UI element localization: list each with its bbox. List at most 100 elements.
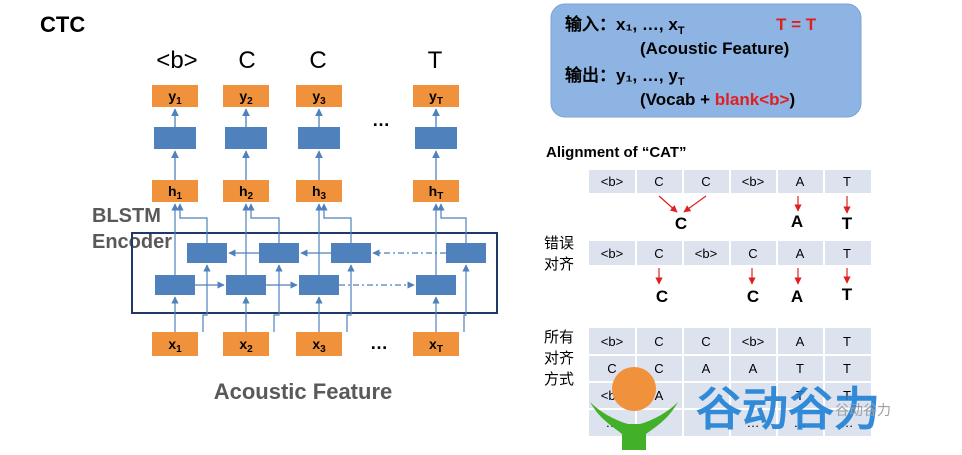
row1-cell-5: A bbox=[796, 174, 805, 189]
projection-box-1 bbox=[154, 127, 196, 149]
acoustic-feature-label: Acoustic Feature bbox=[214, 379, 393, 404]
forward-cell-4 bbox=[416, 275, 456, 295]
alignment-title: Alignment of “CAT” bbox=[546, 144, 687, 161]
wrong-label-2: 对齐 bbox=[544, 255, 574, 273]
info-input-line: 输入：x₁, …, xT bbox=[565, 14, 685, 37]
backward-cell-1 bbox=[187, 243, 227, 263]
row4-cell-3: A bbox=[702, 361, 711, 376]
projection-box-4 bbox=[415, 127, 457, 149]
forward-lstm-row bbox=[155, 275, 456, 295]
backward-cell-2 bbox=[259, 243, 299, 263]
row2-result-c1: C bbox=[656, 287, 668, 306]
alignment-row-2: <b> C <b> C A T C C A T bbox=[589, 241, 871, 306]
info-output-desc: (Vocab + blank<b>) bbox=[640, 90, 795, 109]
row6-cell-5: … bbox=[794, 415, 807, 430]
forward-cell-1 bbox=[155, 275, 195, 295]
watermark-logo: 谷动谷力 谷动谷力 bbox=[590, 367, 891, 450]
row1-result-c: C bbox=[675, 214, 687, 233]
encoder-label-line1: BLSTM bbox=[92, 205, 161, 227]
logo-green-leaves-icon bbox=[590, 402, 678, 450]
input-box-1 bbox=[152, 332, 198, 356]
row4-cell-5: T bbox=[796, 361, 804, 376]
hidden-boxes: h1 h2 h3 hT bbox=[152, 180, 459, 202]
top-label-1: <b> bbox=[156, 47, 197, 74]
row1-cell-3: C bbox=[701, 174, 710, 189]
row2-cell-4: C bbox=[748, 246, 757, 261]
row2-result-t: T bbox=[842, 285, 853, 304]
encoder-connections bbox=[171, 203, 467, 275]
row2-cell-1: <b> bbox=[601, 246, 623, 261]
row2-result-a: A bbox=[791, 287, 803, 306]
row2-cell-5: A bbox=[796, 246, 805, 261]
wrong-label-1: 错误 bbox=[544, 234, 574, 252]
row1-result-t: T bbox=[842, 214, 853, 233]
logo-orange-circle bbox=[612, 367, 656, 411]
row1-cell-4: <b> bbox=[742, 174, 764, 189]
hidden-box-3 bbox=[296, 180, 342, 202]
logo-text: 谷动谷力 bbox=[696, 382, 880, 436]
row1-result-a: A bbox=[791, 212, 803, 231]
row4-cell-2: C bbox=[654, 361, 663, 376]
top-label-group: <b> C C T bbox=[156, 47, 442, 74]
projection-box-2 bbox=[225, 127, 267, 149]
info-box: 输入：x₁, …, xT T = T (Acoustic Feature) 输出… bbox=[550, 3, 862, 118]
top-label-2: C bbox=[238, 47, 255, 74]
info-t-equals: T = T bbox=[776, 15, 817, 34]
output-box-1 bbox=[152, 85, 198, 107]
row6-cell-4: … bbox=[747, 415, 760, 430]
row2-cell-6: T bbox=[843, 246, 851, 261]
row5-cell-5: T bbox=[796, 388, 804, 403]
backward-cell-3 bbox=[331, 243, 371, 263]
output-box-3 bbox=[296, 85, 342, 107]
info-input-desc: (Acoustic Feature) bbox=[640, 39, 789, 58]
row1-cell-1: <b> bbox=[601, 174, 623, 189]
info-box-bg bbox=[550, 3, 862, 118]
row4-cell-4: A bbox=[749, 361, 758, 376]
row6-cell-6: … bbox=[841, 415, 854, 430]
row1-cell-6: T bbox=[843, 174, 851, 189]
output-box-2 bbox=[223, 85, 269, 107]
row2-cell-2: C bbox=[654, 246, 663, 261]
info-output-line: 输出：y₁, …, yT bbox=[565, 65, 685, 88]
backward-cell-4 bbox=[446, 243, 486, 263]
ellipsis-bottom: … bbox=[370, 333, 388, 353]
output-box-4 bbox=[413, 85, 459, 107]
upper-arrows bbox=[171, 108, 440, 180]
row2-cell-3: <b> bbox=[695, 246, 717, 261]
row2-result-c2: C bbox=[747, 287, 759, 306]
watermark-small-text: 谷动谷力 bbox=[835, 403, 891, 419]
row4-cell-6: T bbox=[843, 361, 851, 376]
input-box-3 bbox=[296, 332, 342, 356]
hidden-box-2 bbox=[223, 180, 269, 202]
backward-lstm-row bbox=[187, 243, 486, 263]
all-label-3: 方式 bbox=[544, 370, 574, 388]
hidden-box-4 bbox=[413, 180, 459, 202]
top-label-4: T bbox=[428, 47, 443, 74]
forward-cell-2 bbox=[226, 275, 266, 295]
row3-cell-3: C bbox=[701, 334, 710, 349]
ellipsis-top: … bbox=[372, 110, 390, 130]
row3-cell-5: A bbox=[796, 334, 805, 349]
row1-cell-2: C bbox=[654, 174, 663, 189]
top-label-3: C bbox=[309, 47, 326, 74]
input-box-4 bbox=[413, 332, 459, 356]
projection-box-3 bbox=[298, 127, 340, 149]
row3-cell-2: C bbox=[654, 334, 663, 349]
row5-cell-6: T bbox=[843, 388, 851, 403]
projection-layer bbox=[154, 127, 457, 149]
alignment-row-1: <b> C C <b> A T C A T bbox=[589, 170, 871, 233]
encoder-frame bbox=[131, 232, 498, 314]
all-label-2: 对齐 bbox=[544, 349, 574, 367]
row3-cell-4: <b> bbox=[742, 334, 764, 349]
input-box-2 bbox=[223, 332, 269, 356]
row3-cell-1: <b> bbox=[601, 334, 623, 349]
forward-cell-3 bbox=[299, 275, 339, 295]
row4-cell-1: C bbox=[607, 361, 616, 376]
all-label-1: 所有 bbox=[544, 328, 574, 346]
input-boxes: x1 x2 x3 xT bbox=[152, 332, 459, 356]
output-boxes: y1 y2 y3 yT bbox=[152, 85, 459, 107]
row3-cell-6: T bbox=[843, 334, 851, 349]
input-connections bbox=[171, 264, 470, 332]
diagram-title: CTC bbox=[40, 12, 85, 37]
